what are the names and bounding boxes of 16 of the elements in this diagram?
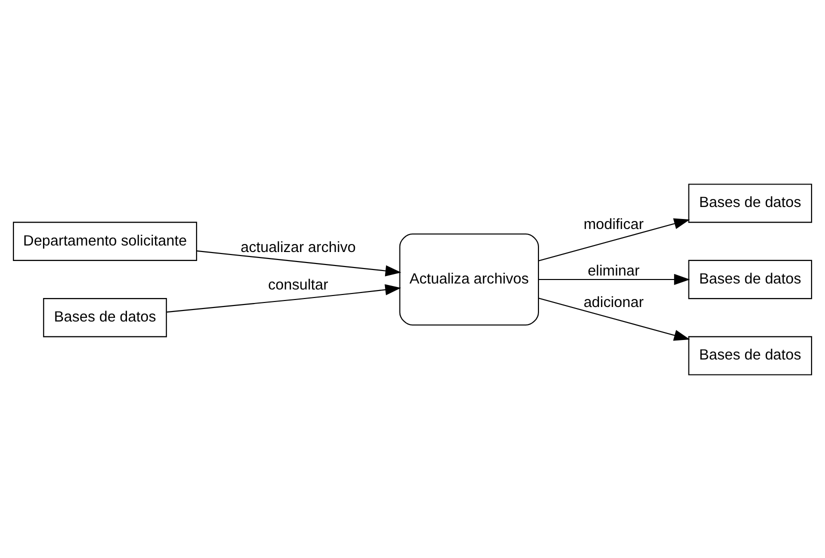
edge-label: consultar [268,276,328,293]
node-box: Bases de datos [688,259,812,299]
arrow [196,250,402,276]
node-box: Bases de datos [43,298,167,337]
node-box: Actualiza archivos [399,232,539,326]
node-box: Departamento solicitante [12,221,198,260]
arrow [538,218,690,261]
edge-label: modificar [584,216,644,232]
node-box: Bases de datos [688,183,812,222]
node-box: Bases de datos [688,336,812,375]
edge-label: eliminar [588,262,640,279]
arrow [538,273,690,285]
edge-label: adicionar [584,294,644,311]
arrow [538,297,690,340]
edge-label: actualizar archivo [240,240,356,256]
arrow [166,284,402,312]
